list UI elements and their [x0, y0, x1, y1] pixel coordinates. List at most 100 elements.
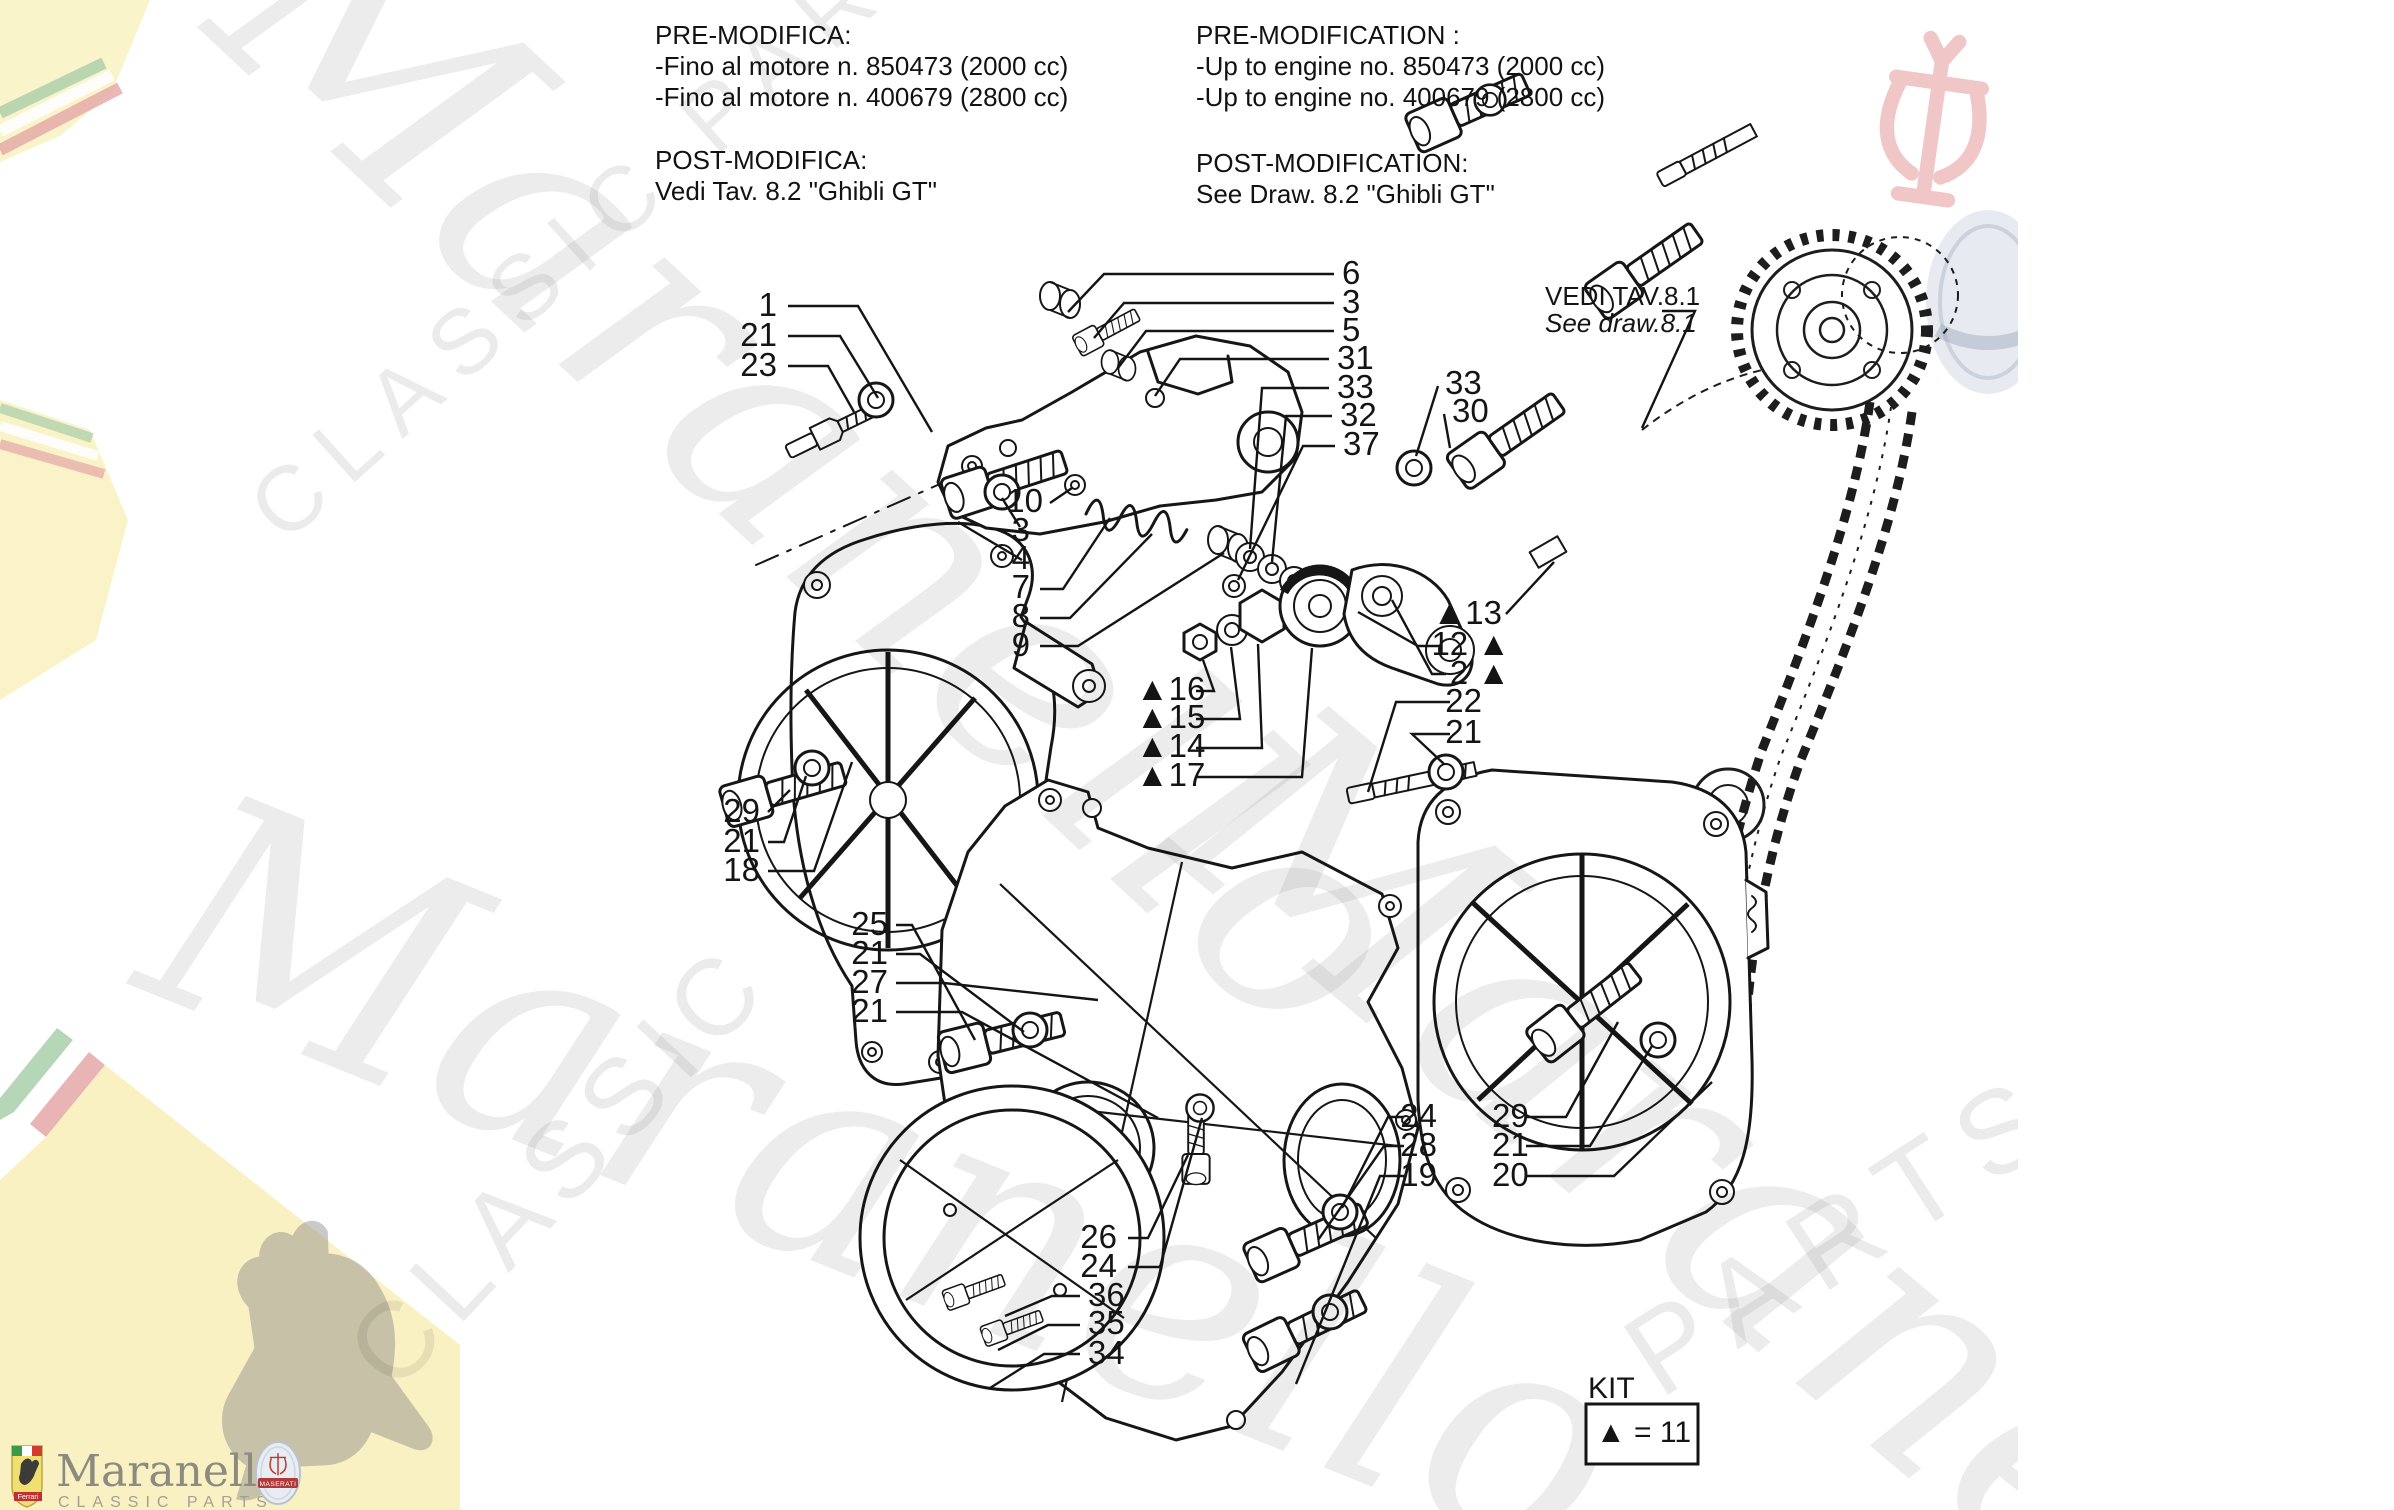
watermark-horse-silhouette — [222, 1220, 433, 1501]
callout-24-35: 24 — [1080, 1117, 1204, 1284]
callout-leader — [1236, 444, 1335, 581]
callout-number: 20 — [1492, 1156, 1529, 1193]
callout-number: 21 — [740, 316, 777, 353]
pre-modifica-line-1: -Fino al motore n. 850473 (2000 cc) — [655, 51, 1069, 81]
post-modifica-block: POST-MODIFICA: Vedi Tav. 8.2 "Ghibli GT" — [655, 145, 937, 207]
vedi-tav-note-line2: See draw.8.1 — [1545, 308, 1697, 338]
callout-leader — [1390, 599, 1446, 676]
watermark-ferrari-shield-mid — [0, 400, 128, 700]
callout-leader — [1049, 487, 1073, 504]
callout-12-23: 12 ▲ — [1357, 610, 1510, 662]
callout-leader — [1067, 272, 1334, 313]
callout-number: 35 — [1088, 1304, 1125, 1341]
callout-14-20: ▲14 — [1136, 643, 1264, 764]
callout-8-16: 8 — [1012, 533, 1153, 634]
callout-leader — [788, 364, 856, 413]
stud-top-right — [1656, 123, 1758, 188]
callout-26-34: 26 — [1080, 1154, 1190, 1255]
pre-modifica-line-2: -Fino al motore n. 400679 (2800 cc) — [655, 82, 1069, 112]
callout-number: ▲13 — [1433, 594, 1502, 631]
callout-number: 1 — [759, 286, 777, 323]
callout-leader — [1366, 700, 1450, 793]
vedi-tav-leader — [1640, 309, 1697, 429]
callout-leader — [1128, 1117, 1204, 1269]
callout-leader — [788, 334, 880, 399]
callout-leader — [1154, 357, 1329, 397]
callout-21-28: 21 — [723, 775, 808, 859]
callout-22-25: 22 — [1366, 682, 1482, 793]
callout-number: 29 — [723, 792, 760, 829]
callout-36-36: 36 — [1004, 1276, 1125, 1318]
callout-leader — [1196, 643, 1264, 750]
callout-leader — [1093, 301, 1334, 339]
ferrari-micro-text: Ferrari — [18, 1494, 39, 1501]
callout-28-40: 28 — [1317, 1126, 1437, 1241]
callout-leader — [1004, 1294, 1080, 1318]
callout-23-2: 23 — [740, 346, 856, 413]
callout-leader — [997, 1323, 1080, 1352]
watermark-ferrari-shield-top — [0, 0, 150, 162]
callout-leader — [1248, 386, 1329, 550]
watermark-maserati-oval — [1926, 210, 2018, 394]
callout-32-8: 32 — [1270, 396, 1377, 563]
callout-leader — [1526, 1081, 1713, 1178]
vedi-tav-note-line1: VEDI TAV.8.1 — [1545, 281, 1700, 311]
post-modification-line: See Draw. 8.2 "Ghibli GT" — [1196, 179, 1495, 209]
post-modifica-line: Vedi Tav. 8.2 "Ghibli GT" — [655, 176, 937, 206]
callout-leader — [1340, 1115, 1404, 1209]
callout-6-3: 6 — [1067, 254, 1360, 313]
callout-number: 21 — [851, 992, 888, 1029]
callout-leader — [768, 775, 808, 844]
callout-number: 5 — [1342, 311, 1360, 348]
callout-number: 4 — [1012, 539, 1030, 576]
ferrari-shield-logo: Ferrari — [11, 1445, 43, 1508]
callout-leader — [896, 981, 1099, 1002]
callout-number: 21 — [1492, 1126, 1529, 1163]
callout-21-33: 21 — [851, 992, 1159, 1120]
callout-33-10: 33 — [1414, 364, 1482, 457]
callout-number: 19 — [1400, 1156, 1437, 1193]
prancing-horse-icon — [19, 1458, 39, 1485]
callout-number: 27 — [851, 963, 888, 1000]
callout-21-26: 21 — [1408, 713, 1482, 765]
callout-number: 18 — [723, 851, 760, 888]
callout-leader — [896, 1010, 1159, 1120]
callout-number: ▲15 — [1136, 698, 1205, 735]
callout-leader — [1294, 1174, 1404, 1385]
callout-21-31: 21 — [851, 934, 1025, 1033]
hex-part14 — [1238, 588, 1286, 644]
callout-3-4: 3 — [1093, 283, 1360, 339]
watermark-trident — [1879, 30, 1989, 208]
callout-number: ▲16 — [1136, 670, 1205, 707]
callout-number: 21 — [723, 822, 760, 859]
callout-leader — [1526, 1021, 1620, 1119]
callout-leader — [1196, 659, 1216, 693]
callout-2-24: 2 ▲ — [1390, 599, 1510, 691]
callout-34-38: 34 — [989, 1334, 1125, 1390]
callout-number: 26 — [1080, 1218, 1117, 1255]
callout-leader — [1414, 385, 1440, 457]
callout-leader — [989, 1352, 1080, 1390]
callout-number: ▲14 — [1136, 727, 1205, 764]
maserati-badge: MASERATI — [255, 1441, 301, 1505]
callout-33-7: 33 — [1248, 368, 1374, 550]
callout-leader — [1505, 561, 1555, 615]
washer-part21-b — [793, 749, 831, 787]
callout-17-21: ▲17 — [1136, 647, 1314, 793]
callout-number: 24 — [1400, 1097, 1437, 1134]
callout-number: 9 — [1012, 626, 1030, 663]
exploded-drawing — [715, 63, 1959, 1442]
callout-leader — [768, 761, 854, 873]
callout-leader — [896, 923, 977, 1041]
callout-number: 23 — [740, 346, 777, 383]
callout-18-29: 18 — [723, 761, 854, 888]
callout-21-43: 21 — [1492, 1045, 1654, 1163]
callout-16-18: ▲16 — [1136, 659, 1216, 707]
callout-21-1: 21 — [740, 316, 880, 399]
callout-3-13: 3 — [1000, 497, 1030, 548]
callout-number: 33 — [1445, 364, 1482, 401]
callout-5-5: 5 — [1117, 311, 1360, 369]
callout-number: 7 — [1012, 568, 1030, 605]
callout-number: 36 — [1088, 1276, 1125, 1313]
